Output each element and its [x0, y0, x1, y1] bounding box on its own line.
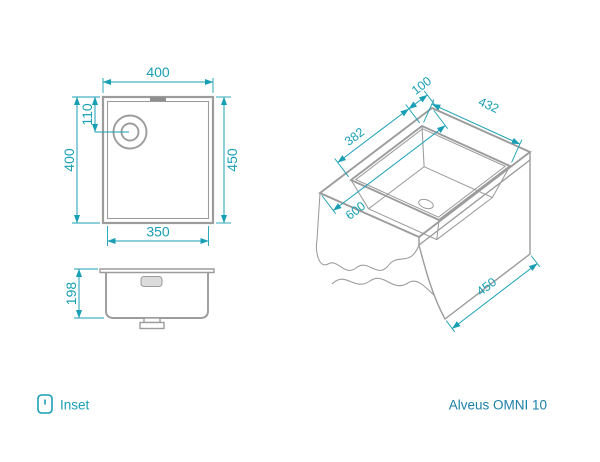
top-view-bowl-width-dimension: 350	[107, 224, 209, 246]
worktop-torn-front-face	[316, 192, 420, 271]
top-view-bowl-width-label: 350	[146, 224, 170, 240]
side-view-depth-dimension: 198	[63, 268, 104, 319]
basin-corner-edge	[491, 165, 511, 198]
top-view-drain-offset-label: 110	[79, 103, 95, 126]
product-name-label: Alveus OMNI 10	[449, 398, 547, 413]
waste-fitting-body	[139, 321, 165, 330]
top-view-bowl-length-dimension: 400	[61, 96, 100, 224]
iso-back-clearance-dimension: 100	[408, 74, 439, 110]
sink-rim-profile	[99, 268, 215, 274]
top-view-length-dimension: 450	[216, 96, 240, 224]
side-view-depth-label: 198	[63, 282, 79, 306]
side-view: 198	[63, 268, 215, 330]
top-view-length-label: 450	[224, 148, 240, 172]
overflow-slot	[150, 97, 166, 101]
footer: Inset Alveus OMNI 10	[37, 394, 547, 414]
iso-cutout-length-label: 382	[342, 125, 367, 149]
sink-outer-rim	[101, 95, 215, 225]
iso-back-clearance-label: 100	[409, 74, 434, 98]
drain-hole-front	[140, 275, 163, 288]
sink-bowl-edge	[106, 100, 210, 220]
iso-cutout-width-label: 432	[476, 95, 501, 116]
top-view-bowl-length-label: 400	[61, 148, 77, 172]
top-view-width-dimension: 400	[102, 64, 214, 93]
top-view-width-label: 400	[146, 64, 170, 80]
iso-view: 382 100 600 432 450	[316, 74, 541, 333]
inset-icon	[37, 394, 53, 414]
torn-edge-line	[331, 277, 442, 303]
basin-corner-edge	[436, 219, 440, 240]
top-view-drain-offset-dimension: 110	[79, 96, 129, 133]
top-view: 400 450 400 110 350	[61, 64, 240, 246]
install-type-label: Inset	[60, 398, 90, 413]
